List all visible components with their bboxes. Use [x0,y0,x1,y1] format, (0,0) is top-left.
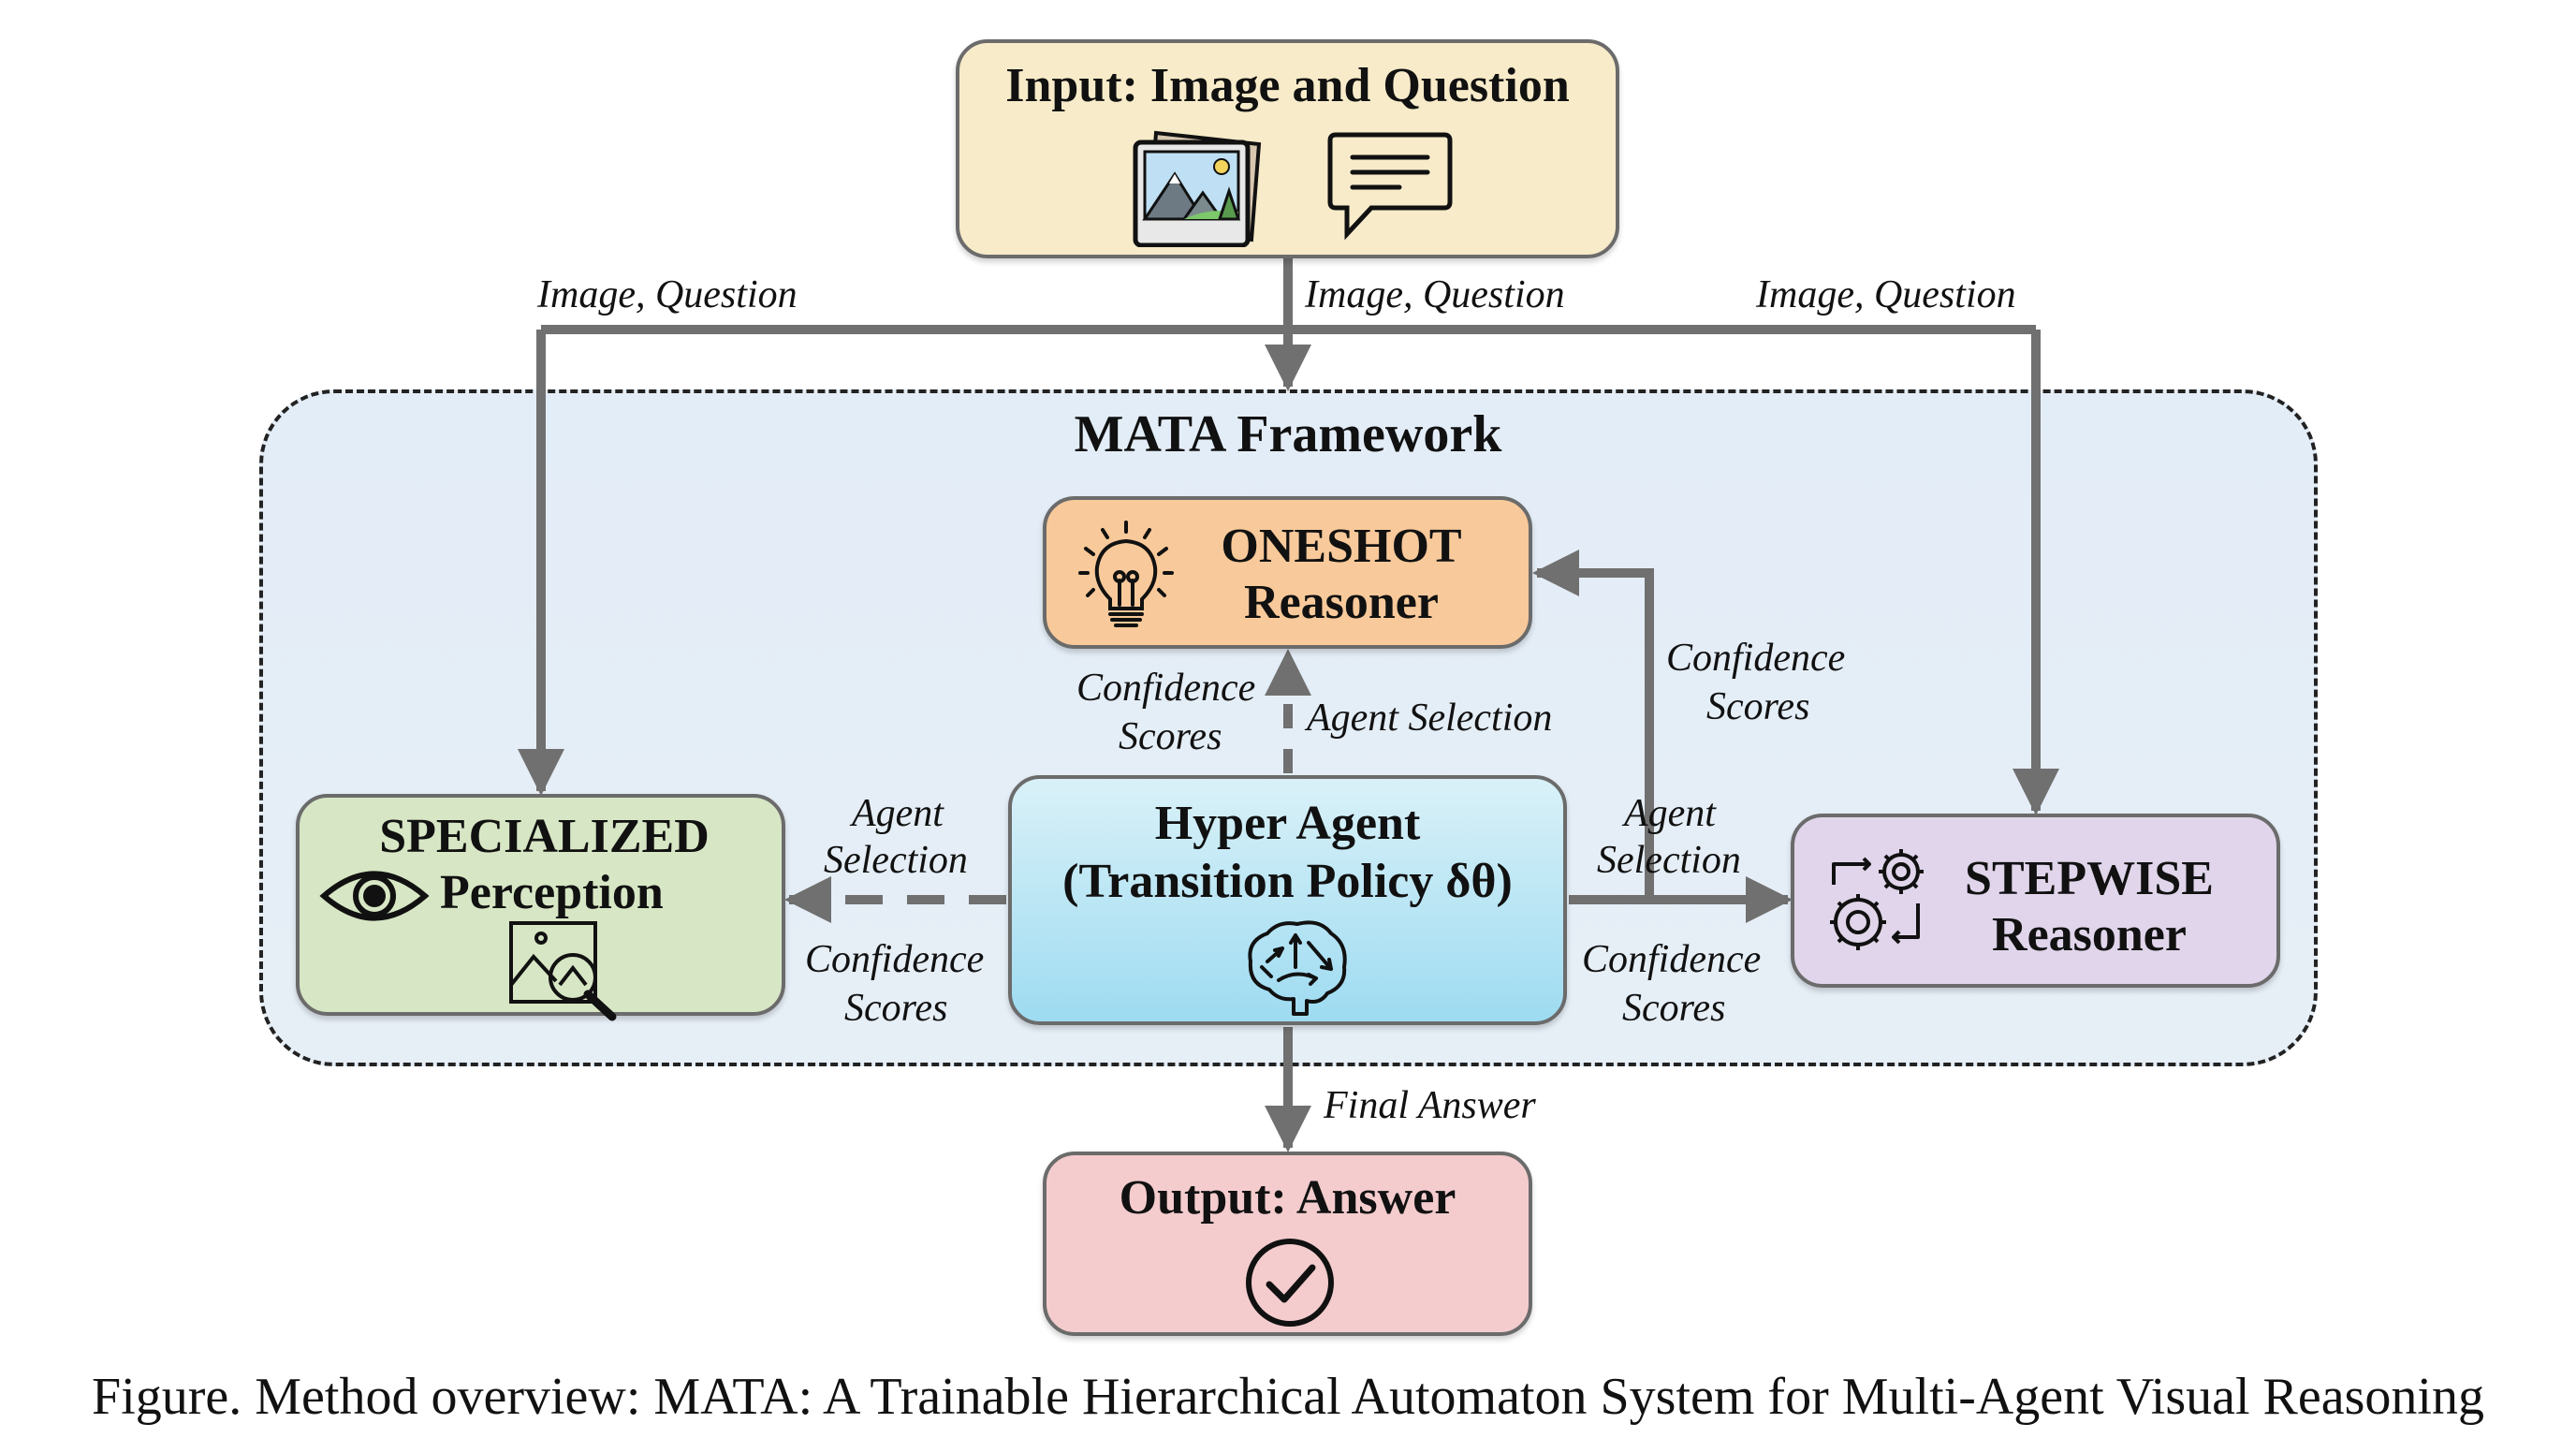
edge-elbow-to-oneshot [1532,550,1654,900]
specialized-perception-box: SPECIALIZED Perception [296,794,785,1021]
lightbulb-icon [1078,521,1174,627]
oneshot-title-line1: ONESHOT [1221,520,1462,573]
image-search-icon [509,921,617,1021]
stepwise-reasoner-box: STEPWISE Reasoner [1791,814,2280,988]
hyper-title-line1: Hyper Agent [1154,797,1421,850]
framework-title: MATA Framework [1074,405,1502,463]
edge-label-oneshot-conf-2: Scores [1119,715,1222,758]
brain-icon [1248,920,1347,1016]
edge-label-center-input: Image, Question [1305,273,1565,316]
edge-label-left-conf-2: Scores [844,987,948,1030]
hyper-title-line2: (Transition Policy δθ) [1062,855,1513,908]
edge-label-final-answer: Final Answer [1324,1084,1536,1127]
speech-bubble-icon [1327,132,1453,240]
edge-label-right-conf-1: Confidence [1666,637,1846,680]
edge-label-oneshot-selection: Agent Selection [1307,697,1553,740]
edge-label-left-input: Image, Question [537,273,798,316]
stepwise-title-line1: STEPWISE [1965,852,2214,905]
figure-caption: Figure. Method overview: MATA: A Trainab… [92,1368,2484,1426]
edge-label-left-sel-2: Selection [824,839,968,882]
hyper-agent-box: Hyper Agent (Transition Policy δθ) [1008,775,1567,1025]
specialized-title-line1: SPECIALIZED [379,810,710,863]
photo-stack-icon [1133,130,1262,247]
oneshot-reasoner-box: ONESHOT Reasoner [1043,496,1532,649]
check-circle-icon [1246,1239,1334,1327]
gears-cycle-icon [1830,849,1924,950]
input-box: Input: Image and Question [956,39,1619,258]
edge-label-right-input: Image, Question [1756,273,2016,316]
output-title: Output: Answer [1119,1171,1456,1225]
input-title: Input: Image and Question [1005,59,1570,112]
edge-label-right-conf-2: Scores [1706,685,1810,728]
edge-label-step-sel-1: Agent [1624,792,1716,835]
edge-label-left-conf-1: Confidence [805,938,985,981]
edge-label-left-sel-1: Agent [852,792,944,835]
output-box: Output: Answer [1043,1152,1532,1336]
edge-label-step-conf-1: Confidence [1582,938,1762,981]
edge-label-step-sel-2: Selection [1597,839,1741,882]
oneshot-title-line2: Reasoner [1244,576,1439,629]
edge-label-step-conf-2: Scores [1622,987,1726,1030]
stepwise-title-line2: Reasoner [1992,908,2187,961]
eye-icon [319,871,430,921]
specialized-title-line2: Perception [440,866,664,919]
edge-label-oneshot-conf-1: Confidence [1076,667,1256,710]
